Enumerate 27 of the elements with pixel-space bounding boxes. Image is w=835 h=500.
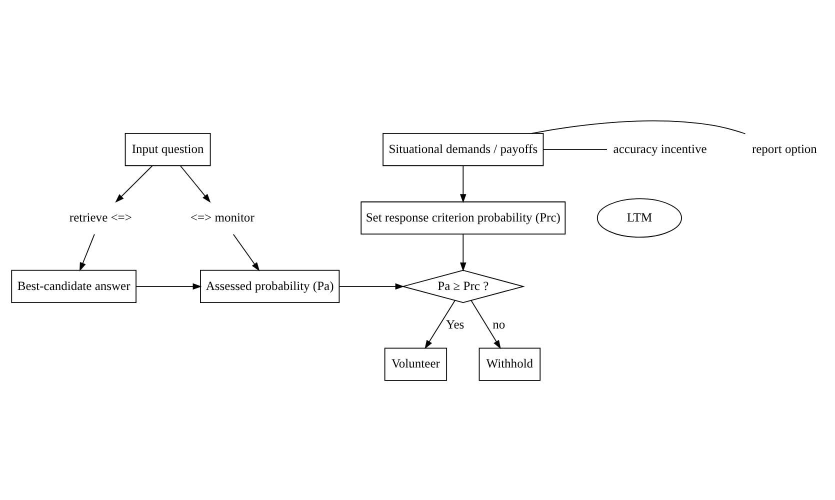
arrow xyxy=(232,233,260,271)
arrow xyxy=(460,164,466,203)
node-box: Input question xyxy=(124,132,211,166)
arrow xyxy=(338,282,404,290)
arrow xyxy=(180,164,211,202)
node-box: Situational demands / payoffs xyxy=(382,132,544,166)
edge-label: Yes xyxy=(446,317,464,332)
node-text: <=> monitor xyxy=(190,210,254,224)
connector xyxy=(543,148,608,150)
node-diamond: Pa ≥ Prc ? xyxy=(401,269,526,303)
node-box: Volunteer xyxy=(384,347,448,380)
arrow xyxy=(115,164,153,202)
node-text: accuracy incentive xyxy=(613,141,707,156)
node-ellipse: LTM xyxy=(596,198,682,238)
arrow xyxy=(136,282,202,290)
edge-label: no xyxy=(492,317,506,332)
connector xyxy=(531,120,746,134)
arrow xyxy=(470,300,501,349)
node-box: Withhold xyxy=(478,347,541,380)
node-text: retrieve <=> xyxy=(69,210,132,224)
arrow xyxy=(424,300,456,349)
node-box: Best-candidate answer xyxy=(11,269,136,302)
arrow xyxy=(80,233,95,271)
node-text: report option xyxy=(752,141,817,156)
arrow xyxy=(460,233,466,272)
node-box: Assessed probability (Pa) xyxy=(200,269,340,302)
node-box: Set response criterion probability (Prc) xyxy=(360,200,566,234)
